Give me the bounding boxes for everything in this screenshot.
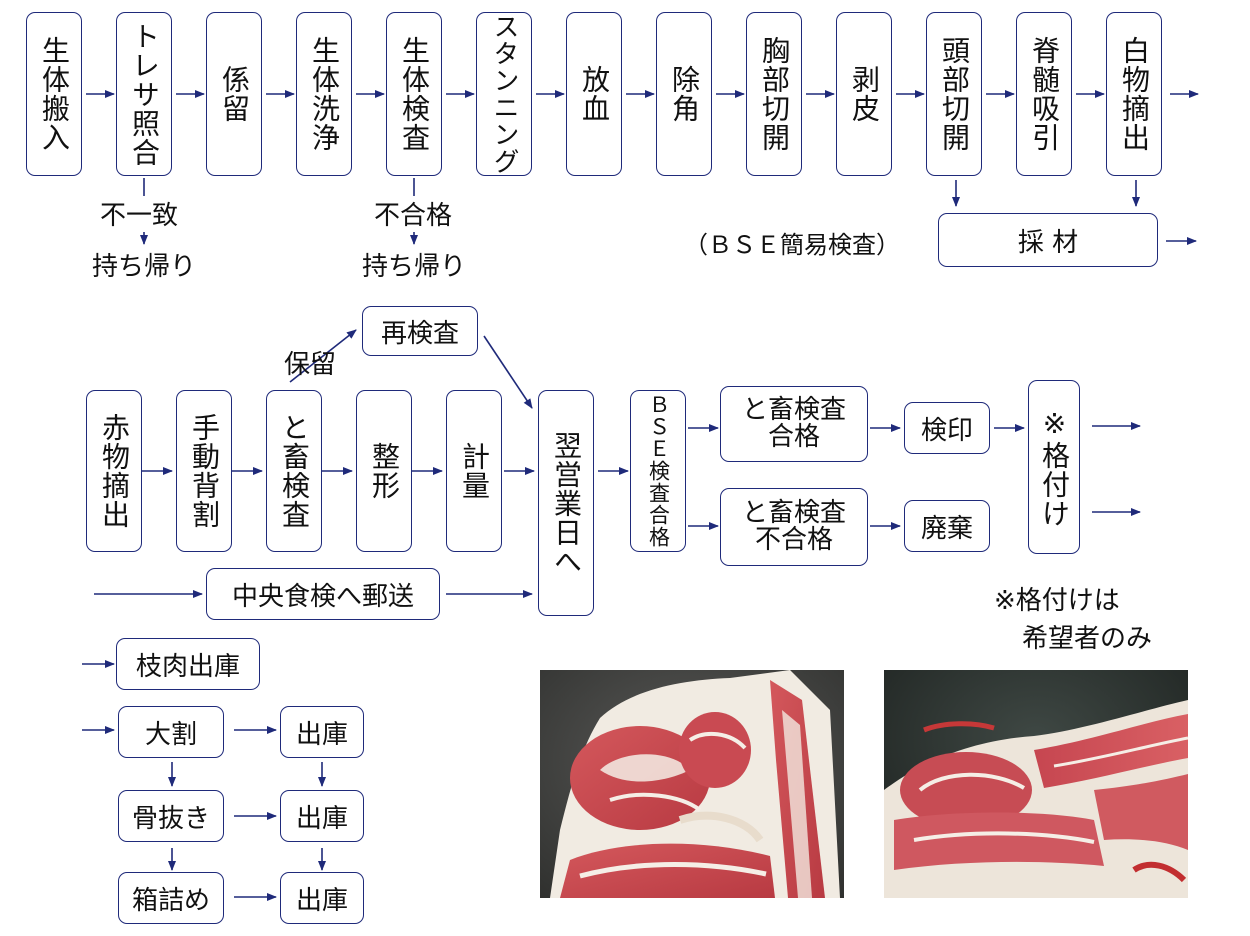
step-label: 除角 [668,65,701,123]
inspection-fail-result: 持ち帰り [362,252,467,282]
step-label: 脊髄吸引 [1028,36,1061,152]
deboning-label: 骨抜き [131,803,210,834]
inspection-fail-label: 不合格 [374,201,453,231]
primal-cut-label: 大割 [144,719,197,750]
step-label: 放血 [578,65,611,123]
step-head-opening: 頭部切開 [926,12,982,176]
step-trimming: 整形 [356,390,412,552]
step-white-offal-removal: 白物摘出 [1106,12,1162,176]
step-label: 剥皮 [848,65,881,123]
trace-mismatch-result: 持ち帰り [92,252,197,282]
pass-line-2: 合格 [767,422,820,452]
carcass-shipping-label: 枝肉出庫 [135,651,240,682]
beef-rib-cut-photo-1 [540,670,844,898]
step-weighing: 計量 [446,390,502,552]
primal-cut-box: 大割 [118,706,224,758]
mail-to-central-lab-box: 中央食検へ郵送 [206,568,440,620]
step-chest-opening: 胸部切開 [746,12,802,176]
beef-rib-cut-photo-2 [884,670,1188,898]
step-manual-splitting: 手動背割 [176,390,232,552]
step-spinal-suction: 脊髄吸引 [1016,12,1072,176]
step-label: 係留 [218,65,251,123]
discard-box: 廃棄 [904,500,990,552]
ship-box-1: 出庫 [280,706,364,758]
ship-label: 出庫 [295,885,348,916]
step-label: トレサ照合 [128,21,161,167]
ship-box-3: 出庫 [280,872,364,924]
step-skinning: 剥皮 [836,12,892,176]
sampling-box: 採 材 [938,213,1158,267]
trace-mismatch-label: 不一致 [100,201,179,231]
fail-line-1: と畜検査 [741,497,846,528]
step-label: 胸部切開 [758,36,791,152]
stamp-label: 検印 [920,415,973,446]
step-red-offal-removal: 赤物摘出 [86,390,142,552]
fail-line-2: 不合格 [754,525,833,555]
slaughter-inspection-pass-box: と畜検査 合格 [720,386,868,462]
step-label: 整形 [368,442,401,500]
next-business-day-box: 翌営業日へ [538,390,594,616]
step-label: 頭部切開 [938,36,971,152]
deboning-box: 骨抜き [118,790,224,842]
step-holding: 係留 [206,12,262,176]
ship-label: 出庫 [295,719,348,750]
bse-test-pass-box: ＢＳＥ検査合格 [630,390,686,552]
slaughter-inspection-pass-label: と畜検査 合格 [741,394,846,452]
next-business-day-label: 翌営業日へ [550,430,583,576]
reinspect-box: 再検査 [362,306,478,356]
bse-simple-test-label: （ＢＳＥ簡易検査） [684,231,900,259]
step-label: 白物摘出 [1118,36,1151,152]
step-stunning: スタンニング [476,12,532,176]
grading-note-line-2: 希望者のみ [1022,624,1153,654]
slaughter-inspection-fail-box: と畜検査 不合格 [720,488,868,566]
step-label: 生体洗浄 [308,36,341,152]
ship-label: 出庫 [295,803,348,834]
stamp-box: 検印 [904,402,990,454]
step-label: 計量 [458,442,491,500]
step-label: 手動背割 [188,413,221,529]
grading-box: ※格付け [1028,380,1080,554]
step-label: と畜検査 [278,413,311,529]
step-live-inspection: 生体検査 [386,12,442,176]
grading-label: ※格付け [1038,406,1071,528]
reinspect-label: 再検査 [380,318,459,349]
step-live-wash: 生体洗浄 [296,12,352,176]
step-dehorning: 除角 [656,12,712,176]
step-label: 生体検査 [398,36,431,152]
grading-note-line-1: ※格付けは [994,586,1120,616]
sampling-label: 採 材 [1017,227,1079,258]
carcass-shipping-box: 枝肉出庫 [116,638,260,690]
boxing-box: 箱詰め [118,872,224,924]
step-live-intake: 生体搬入 [26,12,82,176]
bse-test-pass-label: ＢＳＥ検査合格 [646,394,671,548]
hold-label: 保留 [284,350,337,380]
ship-box-2: 出庫 [280,790,364,842]
step-label: スタンニング [489,13,519,175]
step-slaughter-inspection: と畜検査 [266,390,322,552]
step-bleeding: 放血 [566,12,622,176]
step-label: 赤物摘出 [98,413,131,529]
pass-line-1: と畜検査 [741,394,846,425]
mail-to-central-lab-label: 中央食検へ郵送 [231,581,414,612]
step-label: 生体搬入 [38,36,71,152]
discard-label: 廃棄 [920,513,973,544]
slaughter-inspection-fail-label: と畜検査 不合格 [741,497,846,555]
step-trace-check: トレサ照合 [116,12,172,176]
boxing-label: 箱詰め [131,885,210,916]
